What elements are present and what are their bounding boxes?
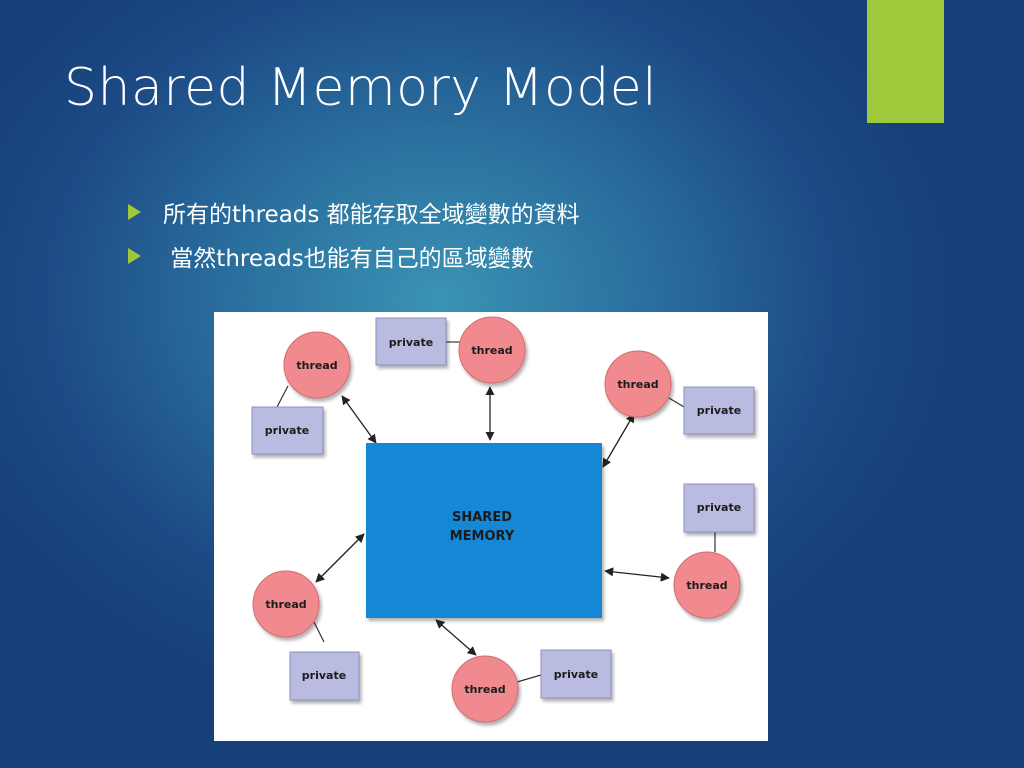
thread-label: thread (471, 344, 512, 357)
arrow (341, 395, 377, 444)
thread-node: thread (458, 316, 526, 384)
private-label: private (302, 669, 346, 682)
connector-line (516, 674, 542, 683)
connector-line (668, 397, 685, 408)
connector-line (313, 621, 325, 643)
private-node: private (683, 483, 755, 533)
bullet-item: 當然threads也能有自己的區域變數 (128, 234, 580, 278)
bullet-item: 所有的threads 都能存取全域變數的資料 (128, 190, 580, 234)
thread-label: thread (617, 378, 658, 391)
thread-label: thread (296, 359, 337, 372)
triangle-bullet-icon (128, 204, 141, 220)
arrow (315, 533, 365, 583)
accent-bar (867, 0, 944, 123)
thread-label: thread (686, 579, 727, 592)
private-label: private (389, 336, 433, 349)
private-node: private (375, 317, 447, 366)
thread-node: thread (604, 350, 672, 418)
slide-title: Shared Memory Model (64, 58, 658, 118)
private-label: private (554, 668, 598, 681)
arrow (602, 413, 635, 468)
thread-node: thread (283, 331, 351, 399)
shared-memory-label: SHARED (452, 510, 512, 525)
bullet-text: 所有的threads 都能存取全域變數的資料 (163, 202, 580, 228)
connector-line (276, 385, 289, 408)
private-node: private (251, 406, 324, 455)
thread-node: thread (673, 551, 741, 619)
triangle-bullet-icon (128, 248, 141, 264)
private-label: private (265, 424, 309, 437)
thread-label: thread (265, 598, 306, 611)
private-label: private (697, 404, 741, 417)
shared-memory-block (366, 443, 602, 618)
thread-node: thread (451, 655, 519, 723)
shared-memory-label: MEMORY (450, 529, 515, 544)
diagram-canvas: SHARED MEMORY private private private pr… (251, 316, 755, 723)
private-node: private (683, 386, 755, 435)
bullet-list: 所有的threads 都能存取全域變數的資料 當然threads也能有自己的區域… (128, 190, 580, 278)
shared-memory-diagram: SHARED MEMORY private private private pr… (214, 312, 768, 741)
private-label: private (697, 501, 741, 514)
thread-node: thread (252, 570, 320, 638)
private-node: private (540, 649, 612, 699)
bullet-text: 當然threads也能有自己的區域變數 (163, 246, 534, 272)
private-node: private (289, 651, 360, 701)
arrow (604, 567, 670, 582)
thread-label: thread (464, 683, 505, 696)
arrow (435, 619, 477, 656)
